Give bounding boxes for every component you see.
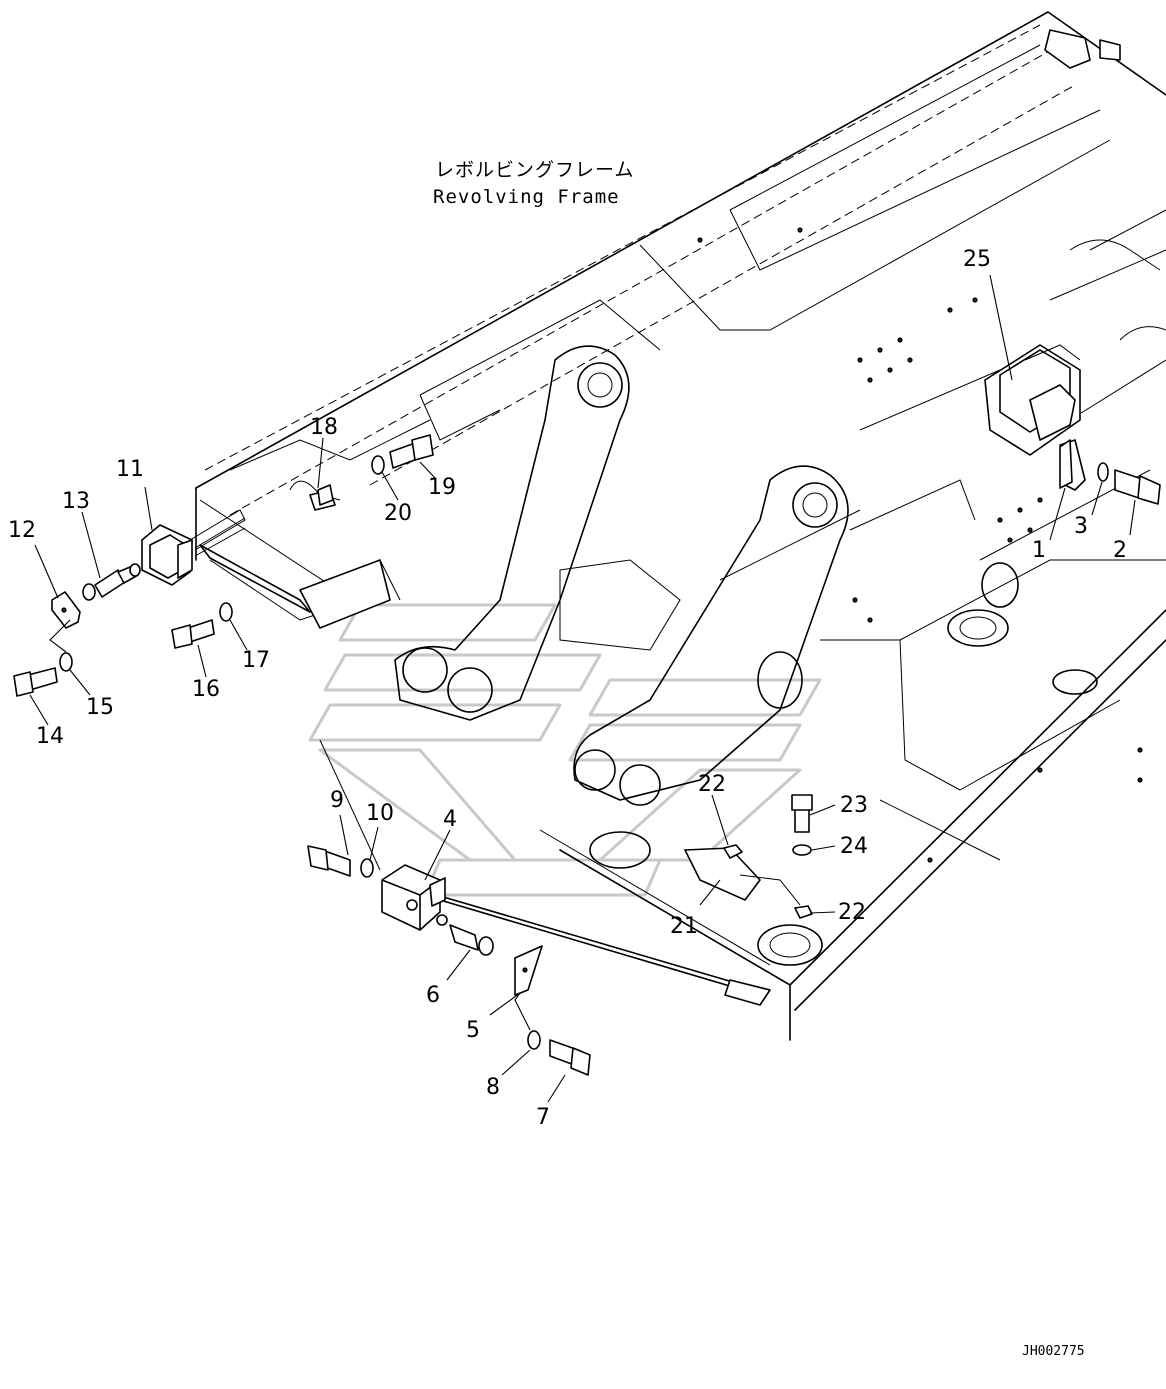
- callout-8: 8: [486, 1075, 500, 1100]
- callout-numbers: 1 2 3 4 5 6 7 8 9 10 11 12 13 14 15 16 1…: [8, 247, 1127, 1130]
- callout-2: 2: [1113, 538, 1127, 563]
- callout-20: 20: [384, 501, 412, 526]
- callout-12: 12: [8, 518, 36, 543]
- callout-7: 7: [536, 1105, 550, 1130]
- part-18-clip: [317, 484, 334, 506]
- part-3-washer: [1097, 462, 1109, 482]
- callout-22-upper: 22: [698, 772, 726, 797]
- part-11-switch-box: [141, 509, 246, 586]
- leader-lines: [29, 274, 1136, 1103]
- part-24-washer: [792, 844, 812, 856]
- part-4-switch-box: [381, 864, 446, 931]
- watermark-logo: [308, 603, 822, 897]
- part-13-connector: [82, 563, 141, 601]
- part-16-bolt: [171, 619, 215, 649]
- callout-15: 15: [86, 695, 114, 720]
- part-9-bolt: [307, 845, 351, 877]
- part-19-bolt: [389, 434, 434, 469]
- part-20-washer: [371, 455, 385, 475]
- part-10-washer: [360, 858, 374, 878]
- callout-23: 23: [840, 793, 868, 818]
- callout-21: 21: [670, 914, 698, 939]
- part-8-washer: [527, 1030, 541, 1050]
- frame-label-english: Revolving Frame: [433, 186, 620, 208]
- callout-9: 9: [330, 788, 344, 813]
- callout-1: 1: [1032, 538, 1046, 563]
- part-1-clip: [1059, 439, 1073, 489]
- callout-16: 16: [192, 677, 220, 702]
- part-15-washer: [59, 652, 73, 672]
- callout-4: 4: [443, 807, 457, 832]
- callout-17: 17: [242, 648, 270, 673]
- callout-25: 25: [963, 247, 991, 272]
- drawing-id: JH002775: [1022, 1344, 1085, 1359]
- part-17-washer: [219, 602, 233, 622]
- part-7-bolt: [549, 1039, 591, 1076]
- callout-18: 18: [310, 415, 338, 440]
- callout-5: 5: [466, 1018, 480, 1043]
- part-14-bolt: [13, 667, 58, 697]
- callout-11: 11: [116, 457, 144, 482]
- callout-13: 13: [62, 489, 90, 514]
- part-22-nut-lower: [794, 905, 813, 919]
- part-23-bolt: [791, 794, 813, 833]
- callout-19: 19: [428, 475, 456, 500]
- part-22-nut-upper: [723, 844, 743, 859]
- callout-10: 10: [366, 801, 394, 826]
- callout-24: 24: [840, 834, 868, 859]
- part-6-connector: [436, 914, 494, 956]
- callout-6: 6: [426, 983, 440, 1008]
- revolving-frame: [195, 11, 1166, 1041]
- callout-3: 3: [1074, 514, 1088, 539]
- part-12-plate: [51, 591, 81, 629]
- frame-label-japanese: レボルビングフレーム: [435, 159, 634, 181]
- callout-22-lower: 22: [838, 900, 866, 925]
- part-2-bolt: [1114, 469, 1161, 505]
- part-5-plate: [514, 945, 543, 996]
- callout-14: 14: [36, 724, 64, 749]
- frame-label: レボルビングフレーム Revolving Frame: [433, 159, 634, 208]
